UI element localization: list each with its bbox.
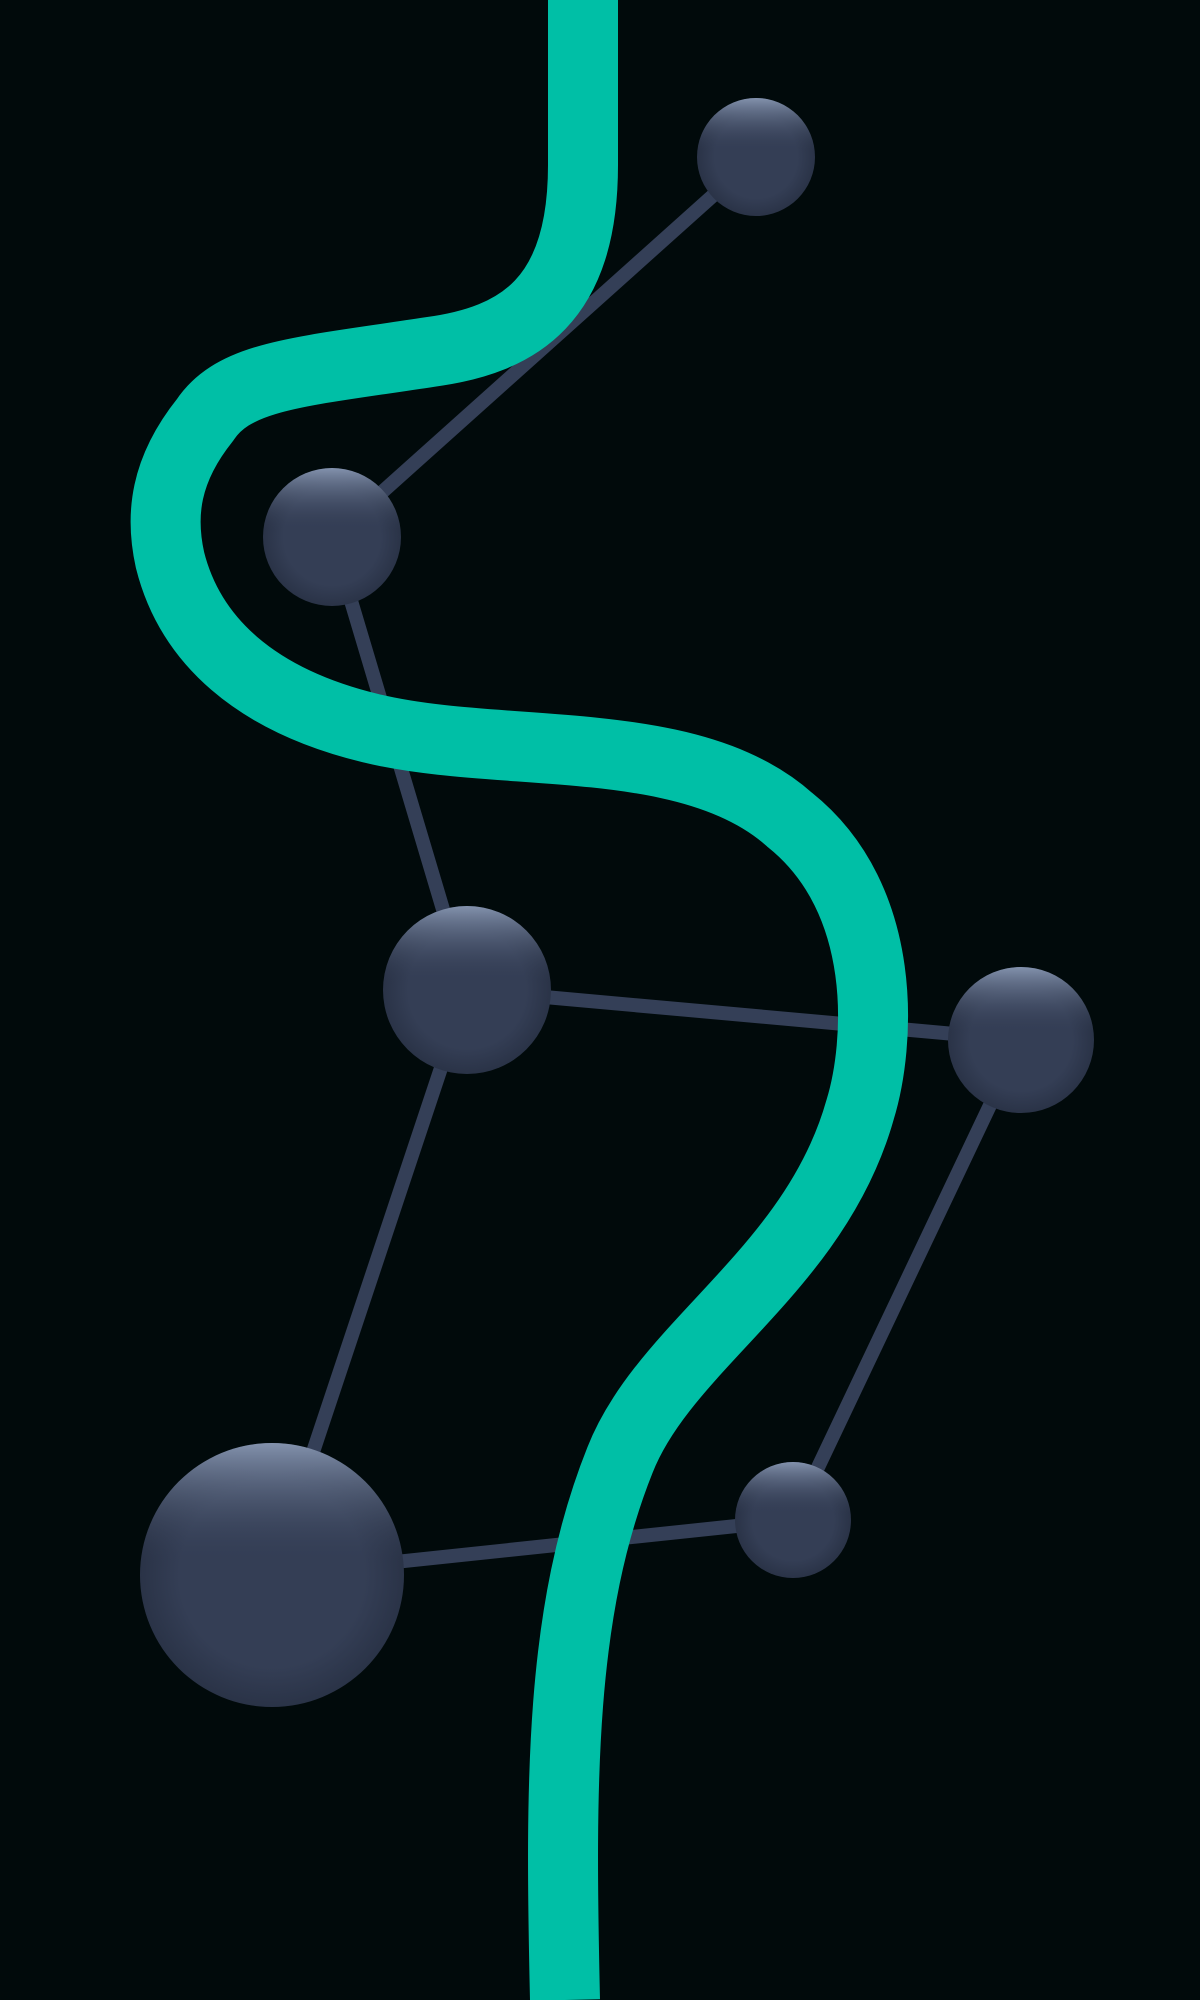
- node-top-right-highlight: [697, 98, 815, 216]
- graph-nodes: [140, 98, 1094, 1707]
- node-upper-left-highlight: [263, 468, 401, 606]
- node-upper-left: [263, 468, 401, 606]
- node-right-highlight: [948, 967, 1094, 1113]
- node-bottom-left-highlight: [140, 1443, 404, 1707]
- teal-ribbon-curve: [130, 0, 909, 2000]
- node-bottom-right-highlight: [735, 1462, 851, 1578]
- node-center: [383, 906, 551, 1074]
- node-center-highlight: [383, 906, 551, 1074]
- edge-bottom-right-to-right: [786, 1036, 1028, 1524]
- edge-center-to-right: [466, 983, 1022, 1047]
- node-bottom-right: [735, 1462, 851, 1578]
- node-top-right: [697, 98, 815, 216]
- node-bottom-left: [140, 1443, 404, 1707]
- node-right: [948, 967, 1094, 1113]
